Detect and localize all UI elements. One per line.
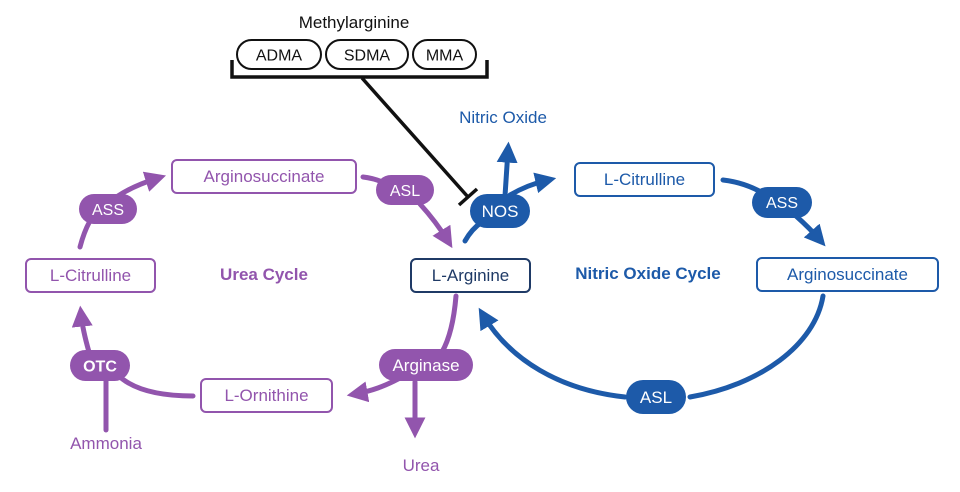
inhibition-line [360,76,470,199]
methylarginine-group: Methylarginine ADMA SDMA MMA [230,13,489,207]
arrow-arginosuccinate-to-asl [687,293,826,400]
urea-citrulline-label: L-Citrulline [50,266,131,285]
enzyme-label: ASS [766,195,798,212]
no-citrulline-box: L-Citrulline [574,162,715,197]
arrow-otc-to-citrulline [71,305,93,355]
enzyme-label: OTC [83,359,117,376]
arrow-nos-to-nitric-oxide [496,141,518,199]
nitric-oxide-label: Nitric Oxide [459,108,547,127]
urea-ornithine-box: L-Ornithine [200,378,333,413]
methylarginine-item-label: MMA [426,48,464,65]
enzyme-label: ASS [92,202,124,219]
urea-arginosuccinate-box: Arginosuccinate [171,159,357,194]
enzyme-urea-ass: ASS [79,194,137,224]
enzyme-label: ASL [390,183,420,200]
methylarginine-item-label: SDMA [344,48,391,65]
enzyme-no-asl: ASL [626,380,686,414]
no-cycle-title: Nitric Oxide Cycle [575,264,721,283]
arginine-box: L-Arginine [410,258,531,293]
methylarginine-item-label: ADMA [256,48,303,65]
arrow-asl-to-arginine [417,201,453,249]
urea-cycle-connectors [71,171,459,439]
urea-label: Urea [403,456,440,475]
arrow-nos-to-citrulline [507,172,557,198]
methylarginine-item-mma: MMA [412,39,477,70]
bracket [230,60,489,79]
enzyme-urea-arginase: Arginase [379,349,473,381]
enzyme-urea-otc: OTC [70,350,130,381]
arrow-ass-to-arginosuccinate [793,213,826,247]
enzyme-no-ass: ASS [752,187,812,218]
enzyme-label: Arginase [392,356,459,375]
arrow-asl-to-arginine [478,307,628,400]
urea-ornithine-label: L-Ornithine [224,386,308,405]
inhibition-bar [457,187,479,207]
arrow-ornithine-to-otc [117,374,196,399]
enzyme-label: ASL [640,388,672,407]
enzyme-urea-asl: ASL [376,175,434,205]
urea-arginosuccinate-label: Arginosuccinate [204,167,325,186]
arginine-label: L-Arginine [432,266,510,285]
arrow-ass-to-arginosuccinate [115,171,167,199]
urea-cycle-title: Urea Cycle [220,265,308,284]
arrow-arginine-to-arginase [439,293,459,355]
no-arginosuccinate-label: Arginosuccinate [787,265,908,284]
methylarginine-item-sdma: SDMA [325,39,409,70]
ammonia-label: Ammonia [70,434,142,453]
methylarginine-item-adma: ADMA [236,39,322,70]
urea-citrulline-box: L-Citrulline [25,258,156,293]
enzyme-label: NOS [482,202,519,221]
methylarginine-title: Methylarginine [299,13,410,32]
no-citrulline-label: L-Citrulline [604,170,685,189]
no-arginosuccinate-box: Arginosuccinate [756,257,939,292]
enzyme-nos: NOS [470,194,530,228]
